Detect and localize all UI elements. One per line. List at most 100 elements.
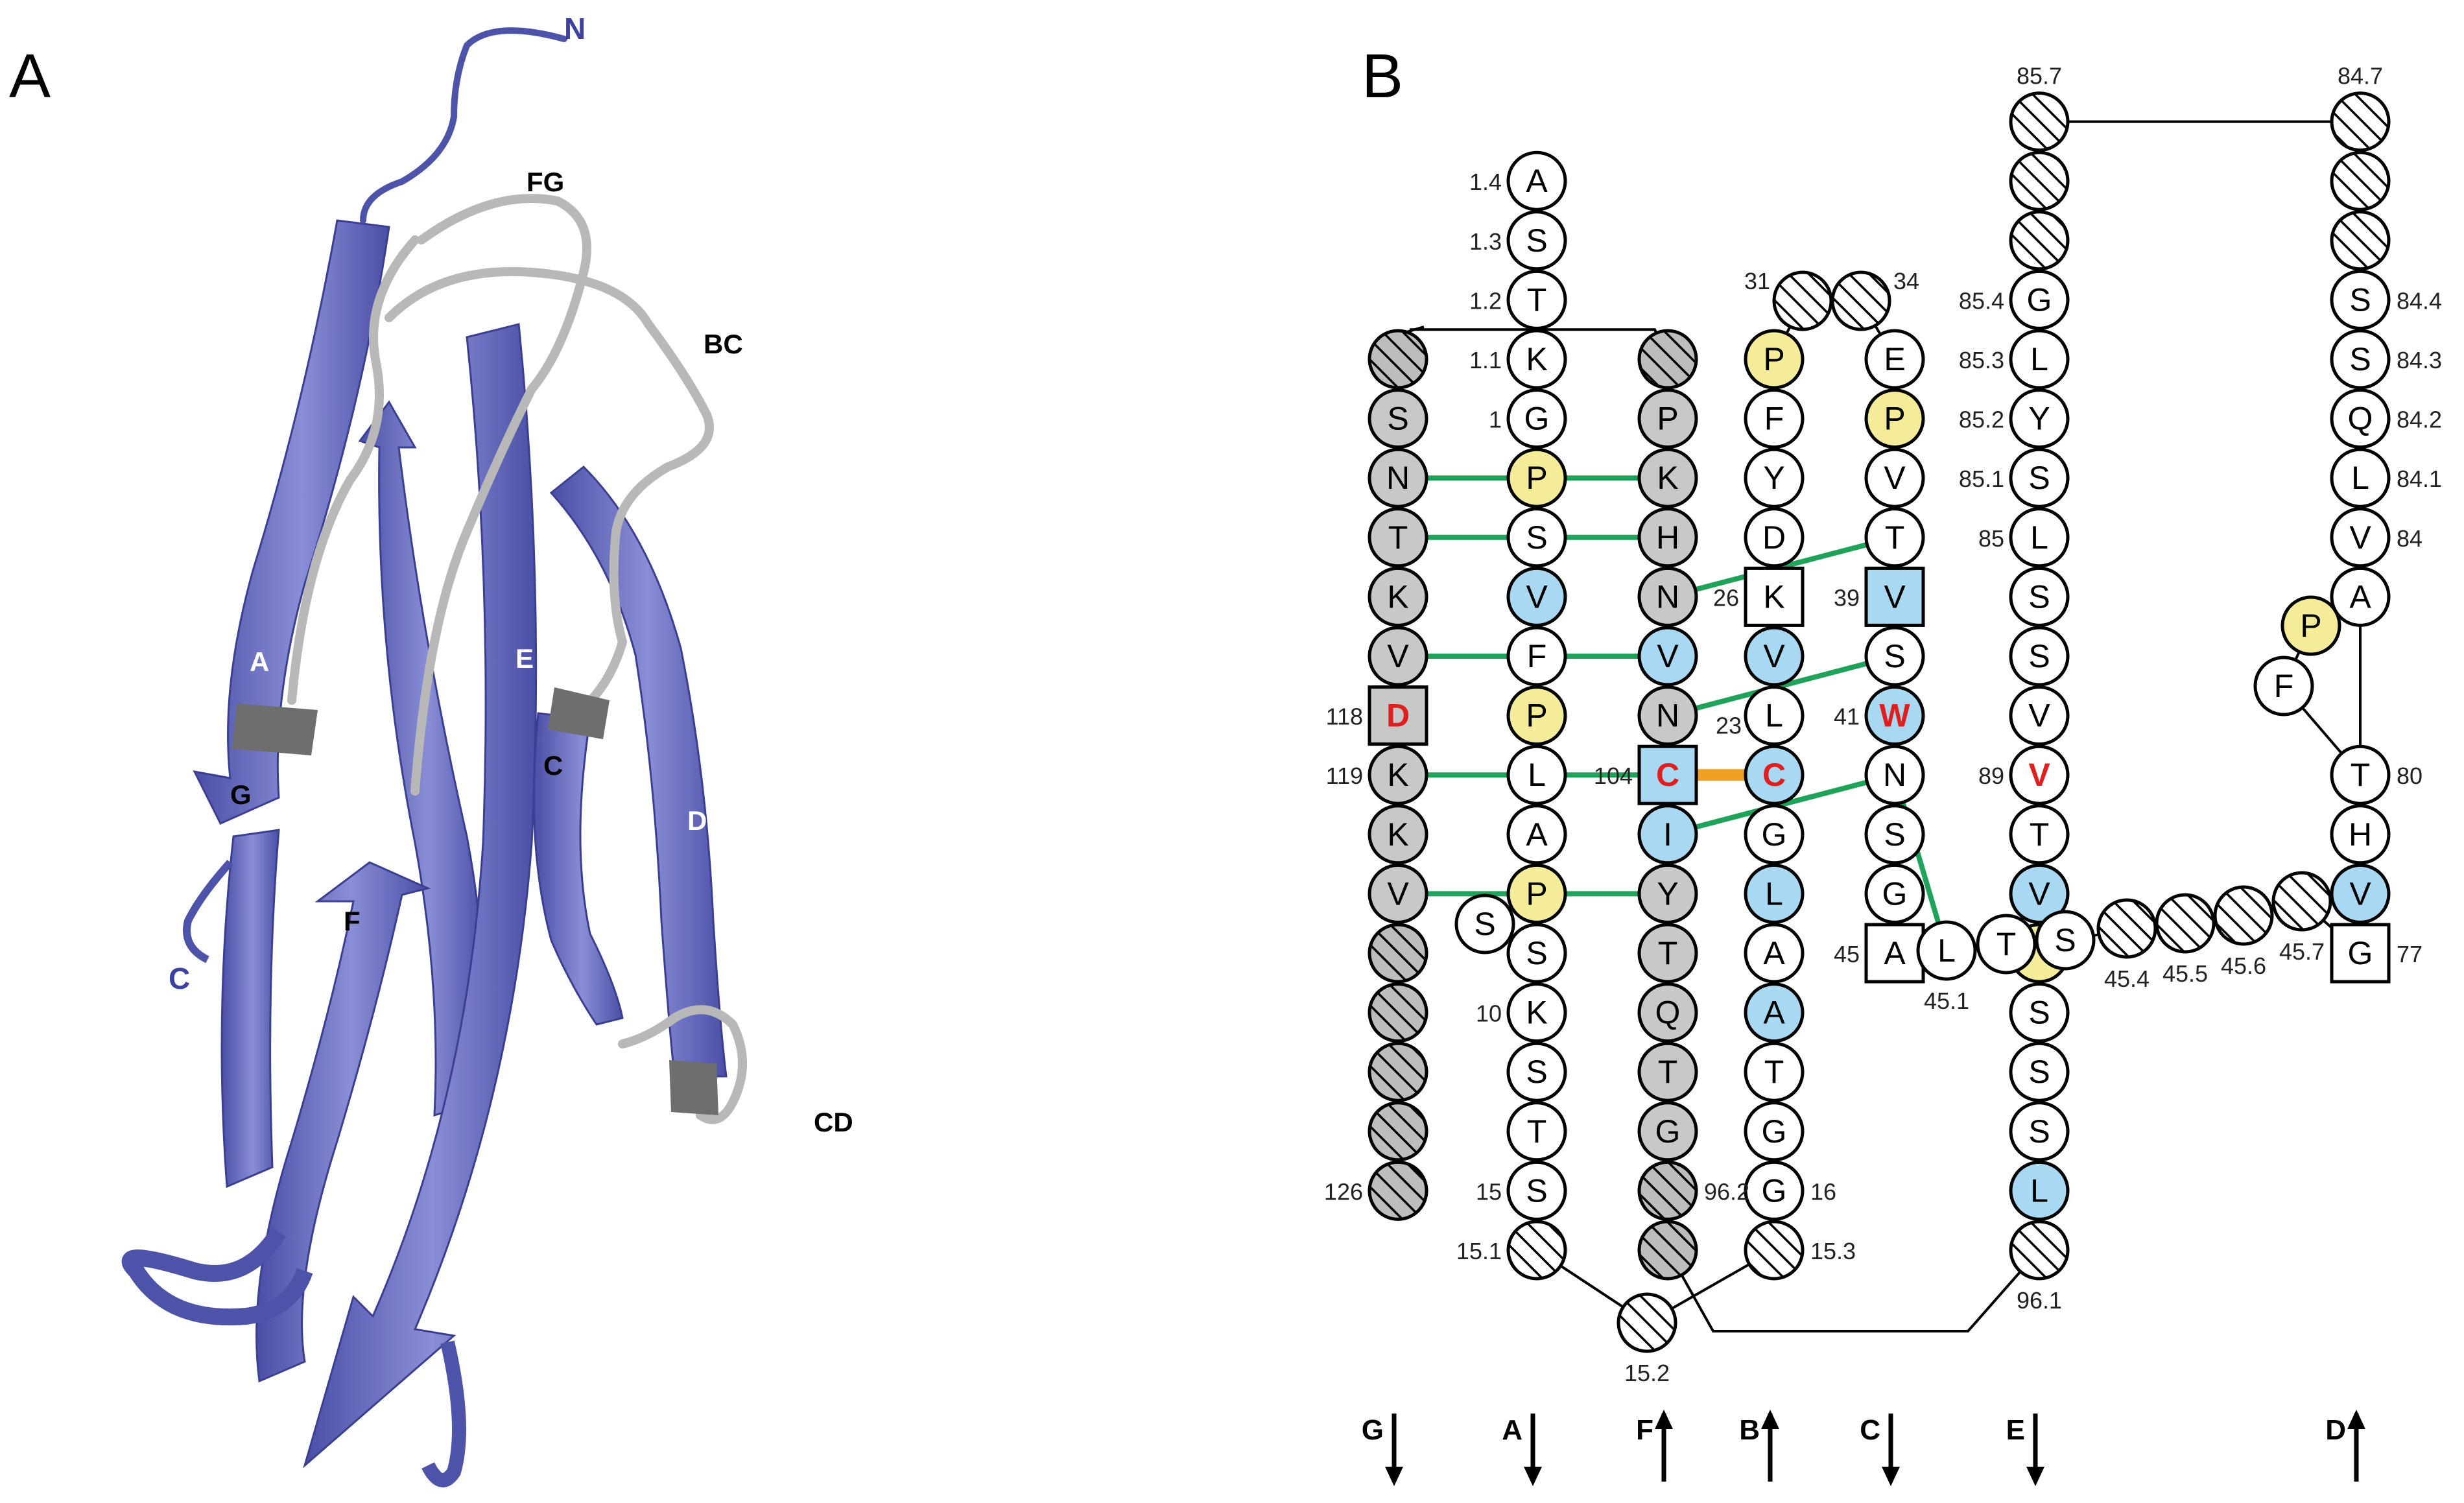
residue-circle (1864, 507, 1925, 568)
residue-letter: S (1526, 1054, 1547, 1090)
residue-letter: S (1526, 519, 1547, 556)
residue-letter: K (1657, 460, 1678, 496)
loop-label-fg: FG (527, 167, 564, 197)
residue-f-11: N (1637, 685, 1698, 746)
residue-letter: D (1386, 698, 1410, 734)
residue-letter: L (2351, 460, 2369, 496)
residue-circle (2035, 910, 2096, 971)
residue-g-16 (1368, 982, 1428, 1043)
residue-number-e-85.3: 85.3 (1959, 347, 2004, 373)
residue-letter: W (1879, 698, 1910, 734)
residue-circle (1637, 1220, 1698, 1281)
residue-b-5: P (1744, 329, 1805, 390)
residue-b-10: V (1744, 626, 1805, 687)
strand-a-ribbon (193, 219, 390, 825)
residue-circle (1744, 447, 1805, 508)
hbond-line (1666, 654, 1896, 718)
residue-letter: A (1884, 935, 1906, 971)
residue-letter: V (2028, 757, 2050, 793)
residue-c-14: G (1864, 863, 1925, 924)
residue-a-10: F (1506, 626, 1567, 687)
residue-b-19: G (1744, 1160, 1805, 1221)
residue-e-10: S (2009, 626, 2070, 687)
residue-number-d-80: 80 (2397, 763, 2423, 789)
residue-f-17: T (1637, 1041, 1698, 1102)
residue-number-a-15: 15 (1476, 1178, 1502, 1205)
residue-letter: K (1526, 341, 1547, 377)
residue-circle (1744, 329, 1805, 390)
residue-circle (1744, 1041, 1805, 1102)
residue-circle (1506, 863, 1567, 924)
residue-b-11: L (1744, 685, 1805, 746)
direction-arrowhead (2347, 1410, 2365, 1429)
residue-b-12: C (1744, 744, 1805, 805)
residue-letter: N (1386, 460, 1410, 496)
direction-label: B (1739, 1414, 1760, 1446)
residue-g-17 (1368, 1041, 1428, 1102)
residue-circle (1864, 388, 1925, 449)
residue-number-d-84.2: 84.2 (2397, 407, 2442, 433)
residue-number-a-10: 10 (1476, 1000, 1502, 1027)
residue-letter: P (2300, 608, 2321, 644)
residue-f-13: I (1637, 804, 1698, 865)
residue-number-d-84.1: 84.1 (2397, 466, 2442, 492)
residue-letter: K (1526, 995, 1547, 1031)
residue-a-8: S (1506, 507, 1567, 568)
residue-letter: S (2028, 578, 2050, 615)
residue-circle (2009, 1041, 2070, 1102)
residue-e-9: S (2009, 566, 2070, 627)
residue-number-cd-45.6: 45.6 (2221, 953, 2266, 979)
direction-arrowhead (1385, 1467, 1403, 1486)
residue-number-e-85.7: 85.7 (2017, 63, 2062, 89)
residue-circle (1637, 329, 1698, 390)
residue-letter: Y (2028, 401, 2050, 437)
residue-circle (1506, 626, 1567, 687)
residue-letter: Q (1655, 995, 1681, 1031)
residue-c-6: P (1864, 388, 1925, 449)
residue-f-7: K (1637, 447, 1698, 508)
residue-circle (1506, 744, 1567, 805)
residue-a-bulge-s: S (1454, 894, 1515, 954)
residue-f-6: P (1637, 388, 1698, 449)
residue-letter: T (2030, 816, 2050, 853)
direction-label: C (1860, 1414, 1880, 1446)
residue-number-e-85.1: 85.1 (1959, 466, 2004, 492)
residue-letter: P (1884, 401, 1905, 437)
residue-d-p: P (2280, 595, 2341, 656)
residue-circle (2009, 982, 2070, 1043)
residue-f-16: Q (1637, 982, 1698, 1043)
bottom-loop (122, 1227, 313, 1326)
residue-circle (1916, 920, 1977, 981)
residue-circle (1506, 210, 1567, 271)
residue-cd-h3 (2213, 885, 2274, 946)
residue-circle (1772, 270, 1833, 331)
residue-d-3 (2330, 210, 2391, 271)
residue-circle (1506, 923, 1567, 984)
block-a (232, 704, 318, 755)
residue-f-15: T (1637, 923, 1698, 984)
direction-label: A (1502, 1414, 1522, 1446)
loop-cd (618, 1005, 747, 1124)
residue-number-e-85.2: 85.2 (1959, 407, 2004, 433)
residue-letter: P (1657, 401, 1678, 437)
residue-number-cd-45.5: 45.5 (2162, 960, 2208, 987)
direction-c: C (1860, 1414, 1900, 1486)
residue-letter: G (1655, 1113, 1681, 1150)
residue-circle (2213, 885, 2274, 946)
panel-b-label: B (1362, 41, 1403, 111)
residue-d-5: S (2330, 329, 2391, 390)
residue-e-5: L (2009, 329, 2070, 390)
residue-circle (1637, 388, 1698, 449)
c-terminus-label: C (169, 962, 190, 995)
residue-circle (2009, 566, 2070, 627)
residue-e-1 (2009, 91, 2070, 152)
residue-circle (1744, 507, 1805, 568)
residue-letter: S (2028, 460, 2050, 496)
residue-cd-h2 (2155, 893, 2216, 954)
residue-letter: N (1883, 757, 1906, 793)
residue-g-9: K (1368, 566, 1428, 627)
residue-numbers: 1.41.31.21.11101515.111811912610496.2262… (1324, 63, 2442, 1386)
residue-letter: S (1387, 401, 1408, 437)
residue-letter: T (2351, 757, 2371, 793)
residue-e-18: S (2009, 1101, 2070, 1162)
